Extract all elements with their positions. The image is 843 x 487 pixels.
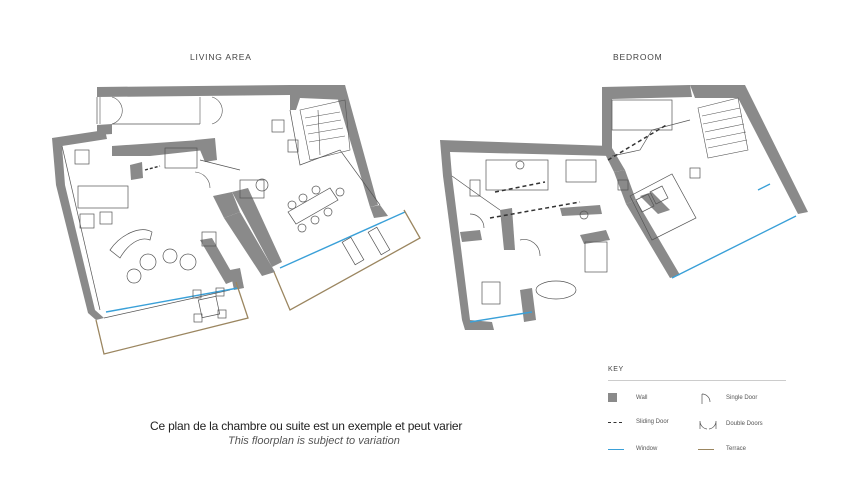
bed: [617, 167, 701, 241]
key-item-double-doors: Double Doors: [698, 419, 763, 430]
bedroom-title: BEDROOM: [613, 52, 663, 62]
caption-french: Ce plan de la chambre ou suite est un ex…: [150, 419, 463, 433]
living-double-doors: [99, 96, 223, 189]
bedroom-walls: [440, 85, 808, 330]
living-area-title: LIVING AREA: [190, 52, 252, 62]
legend-key: KEY Wall Single Door Sliding Door Double…: [608, 366, 788, 466]
living-walls: [52, 85, 388, 320]
bedroom-sliding-doors: [489, 123, 669, 219]
sliding-door-swatch: [608, 421, 622, 423]
key-label-terrace: Terrace: [726, 446, 747, 452]
key-label-single-door: Single Door: [726, 395, 758, 401]
double-doors-icon: [698, 419, 720, 430]
key-item-single-door: Single Door: [698, 393, 758, 404]
terrace-table: [192, 287, 227, 323]
wall-swatch: [608, 393, 617, 402]
dining-table: [287, 185, 345, 233]
key-item-sliding-door: Sliding Door: [608, 419, 669, 425]
key-item-terrace: Terrace: [698, 446, 746, 452]
caption-english: This floorplan is subject to variation: [228, 435, 400, 447]
single-door-icon: [698, 393, 720, 404]
terrace-swatch: [698, 448, 714, 450]
key-title: KEY: [608, 366, 624, 373]
key-divider: [608, 380, 786, 381]
key-item-wall: Wall: [608, 393, 647, 402]
living-stairs: [299, 99, 351, 161]
key-item-window: Window: [608, 446, 657, 452]
bedroom-plan: [440, 85, 808, 330]
bathroom-fixtures: [469, 99, 673, 305]
living-area-plan: [52, 85, 421, 355]
key-label-sliding-door: Sliding Door: [636, 419, 669, 425]
key-label-window: Window: [636, 446, 658, 452]
living-furniture: [74, 119, 391, 284]
key-label-wall: Wall: [636, 394, 648, 401]
window-swatch: [608, 448, 624, 450]
bedroom-stairs: [697, 97, 749, 159]
key-label-double-doors: Double Doors: [726, 421, 763, 427]
